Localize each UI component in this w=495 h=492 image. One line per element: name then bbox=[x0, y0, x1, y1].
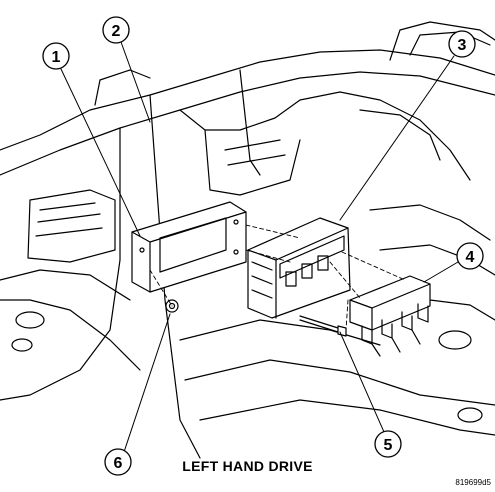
callout-1-number: 1 bbox=[52, 49, 61, 66]
mounting-bolt bbox=[299, 315, 347, 337]
callout-3-number: 3 bbox=[458, 37, 467, 54]
mounting-bracket bbox=[131, 201, 247, 293]
callout-6: 6 bbox=[104, 448, 132, 476]
callout-5-number: 5 bbox=[384, 437, 393, 454]
alignment-lines bbox=[149, 224, 406, 331]
leader-lines bbox=[60, 41, 459, 453]
control-module bbox=[247, 217, 351, 319]
callout-6-number: 6 bbox=[114, 455, 123, 472]
callout-2: 2 bbox=[102, 16, 130, 44]
callout-1: 1 bbox=[42, 42, 70, 70]
figure-id: 819699d5 bbox=[455, 478, 491, 487]
callout-5: 5 bbox=[374, 430, 402, 458]
callout-2-number: 2 bbox=[112, 23, 121, 40]
callout-3: 3 bbox=[448, 30, 476, 58]
engine-compartment bbox=[0, 21, 495, 459]
figure-caption: LEFT HAND DRIVE bbox=[182, 458, 313, 474]
callout-4: 4 bbox=[456, 242, 484, 270]
callout-4-number: 4 bbox=[466, 249, 475, 266]
electrical-connectors bbox=[349, 275, 431, 357]
